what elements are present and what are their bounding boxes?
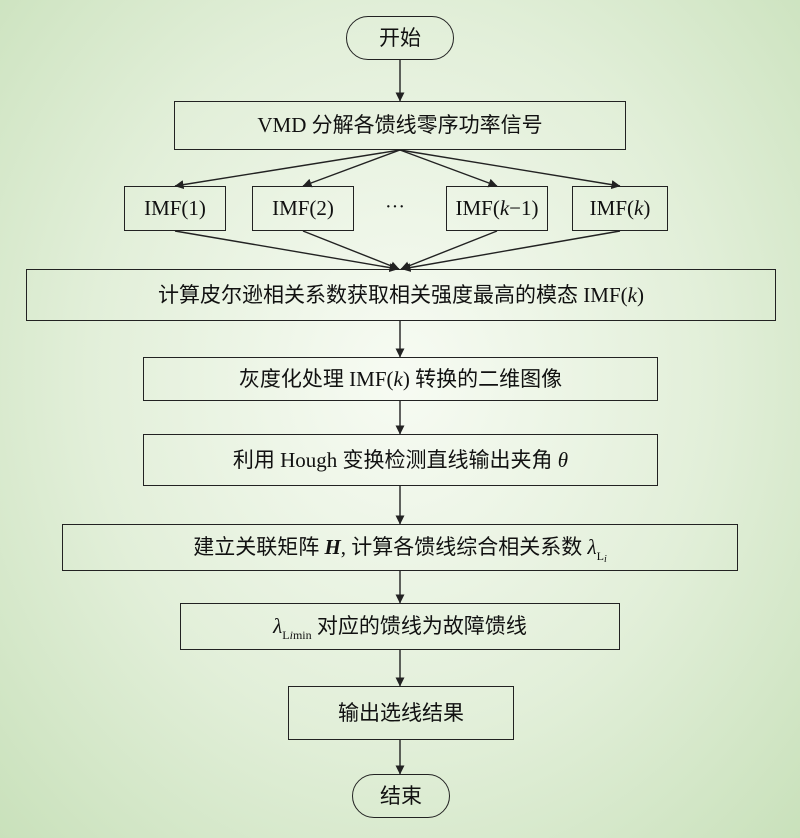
imf-k-minus-1-box: IMF(k−1) xyxy=(446,186,548,231)
arrow-imfk-pearson xyxy=(401,230,621,272)
hough-label: 利用 Hough 变换检测直线输出夹角 θ xyxy=(232,447,569,472)
vmd-decompose-step: VMD 分解各馈线零序功率信号 xyxy=(174,101,626,150)
matrix-label: 建立关联矩阵 H, 计算各馈线综合相关系数 λLi xyxy=(193,535,607,565)
grayscale-label: 灰度化处理 IMF(k) 转换的二维图像 xyxy=(238,366,563,391)
fault-feeder-label: λLimin 对应的馈线为故障馈线 xyxy=(273,614,527,642)
arrow-imf2-pearson xyxy=(302,230,400,271)
imf-k-label: IMF(k) xyxy=(589,196,651,220)
arrow-imf1-pearson xyxy=(174,230,399,272)
matrix-step: 建立关联矩阵 H, 计算各馈线综合相关系数 λLi xyxy=(62,524,738,571)
vmd-label: VMD 分解各馈线零序功率信号 xyxy=(257,113,543,137)
arrow-vmd-imfk1 xyxy=(399,149,498,188)
imf-ellipsis: ··· xyxy=(385,196,405,218)
imf-2-box: IMF(2) xyxy=(252,186,354,231)
imf-2-label: IMF(2) xyxy=(272,196,334,220)
output-step: 输出选线结果 xyxy=(288,686,514,740)
imf-k-box: IMF(k) xyxy=(572,186,668,231)
imf-k-minus-1-label: IMF(k−1) xyxy=(455,196,539,220)
hough-step: 利用 Hough 变换检测直线输出夹角 θ xyxy=(143,434,658,486)
arrow-imfk1-pearson xyxy=(400,230,498,271)
start-label: 开始 xyxy=(379,25,421,50)
fault-feeder-step: λLimin 对应的馈线为故障馈线 xyxy=(180,603,620,650)
start-terminal: 开始 xyxy=(346,16,454,60)
end-label: 结束 xyxy=(380,783,422,808)
arrow-vmd-imfk xyxy=(399,149,621,190)
output-label: 输出选线结果 xyxy=(338,700,464,725)
pearson-label: 计算皮尔逊相关系数获取相关强度最高的模态 IMF(k) xyxy=(158,282,644,307)
arrow-vmd-imf1 xyxy=(174,149,401,190)
end-terminal: 结束 xyxy=(352,774,450,818)
grayscale-step: 灰度化处理 IMF(k) 转换的二维图像 xyxy=(143,357,658,401)
arrow-vmd-imf2 xyxy=(302,149,401,188)
imf-1-label: IMF(1) xyxy=(144,196,206,220)
pearson-step: 计算皮尔逊相关系数获取相关强度最高的模态 IMF(k) xyxy=(26,269,776,321)
imf-1-box: IMF(1) xyxy=(124,186,226,231)
